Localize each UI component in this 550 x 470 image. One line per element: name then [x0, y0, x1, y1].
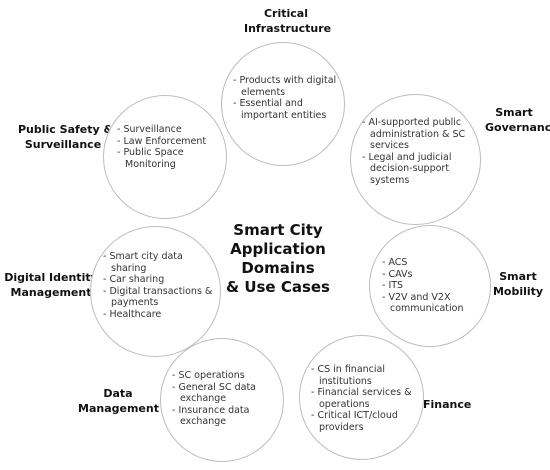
list-item: Critical ICT/cloud providers	[311, 410, 419, 433]
domain-label-smart-mobility: Smart Mobility	[492, 270, 544, 298]
list-item: Legal and judicial decision-support syst…	[362, 152, 472, 187]
list-item: V2V and V2X communication	[382, 292, 480, 315]
domain-items-critical-infrastructure: Products with digital elements Essential…	[233, 75, 341, 121]
domain-label-public-safety-surveillance: Public Safety & Surveillance	[18, 123, 114, 151]
list-item: Digital transactions & payments	[103, 286, 215, 309]
list-item: ITS	[382, 280, 480, 292]
list-item: ACS	[382, 257, 480, 269]
list-item: Essential and important entities	[233, 98, 341, 121]
domain-label-finance: Finance	[423, 398, 472, 411]
list-item: Insurance data exchange	[172, 405, 276, 428]
domain-label-data-management: Data Management	[78, 387, 159, 415]
center-title-line: Smart City	[233, 221, 323, 239]
list-item: General SC data exchange	[172, 382, 276, 405]
domain-items-smart-governance: AI-supported public administration & SC …	[362, 117, 472, 186]
list-item: CAVs	[382, 269, 480, 281]
domain-items-public-safety-surveillance: Surveillance Law Enforcement Public Spac…	[117, 124, 217, 170]
list-item: Public Space Monitoring	[117, 147, 217, 170]
list-item: Surveillance	[117, 124, 217, 136]
domain-items-smart-mobility: ACS CAVs ITS V2V and V2X communication	[382, 257, 480, 315]
center-title-line: & Use Cases	[226, 278, 330, 296]
list-item: Law Enforcement	[117, 136, 217, 148]
center-title-line: Application Domains	[230, 240, 326, 277]
list-item: Smart city data sharing	[103, 251, 215, 274]
domain-items-digital-identity-management: Smart city data sharing Car sharing Digi…	[103, 251, 215, 320]
list-item: Financial services & operations	[311, 387, 419, 410]
list-item: Healthcare	[103, 309, 215, 321]
list-item: Car sharing	[103, 274, 215, 286]
domain-items-finance: CS in financial institutions Financial s…	[311, 364, 419, 433]
domain-label-smart-governance: Smart Governance	[485, 106, 550, 134]
list-item: AI-supported public administration & SC …	[362, 117, 472, 152]
list-item: CS in financial institutions	[311, 364, 419, 387]
domain-label-critical-infrastructure: Critical Infrastructure	[244, 7, 332, 35]
center-title: Smart City Application Domains & Use Cas…	[198, 221, 358, 297]
domain-items-data-management: SC operations General SC data exchange I…	[172, 370, 276, 428]
domain-label-digital-identity-management: Digital Identity Management	[4, 271, 98, 299]
list-item: SC operations	[172, 370, 276, 382]
list-item: Products with digital elements	[233, 75, 341, 98]
